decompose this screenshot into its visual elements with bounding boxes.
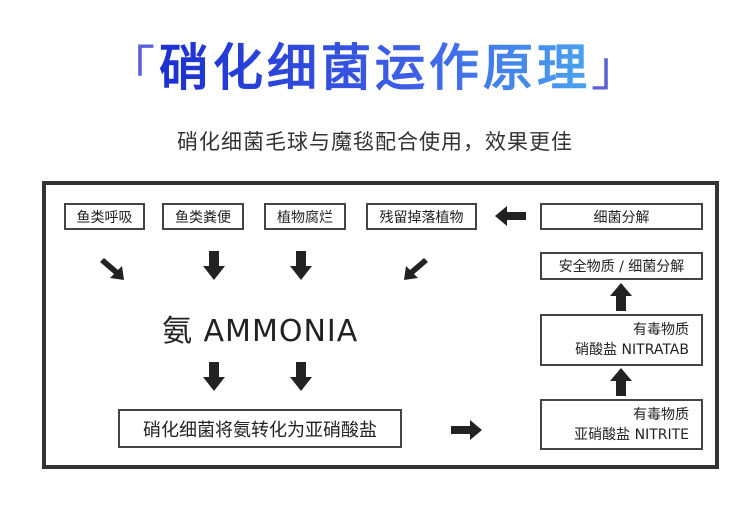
nitrate-box: 有毒物质 硝酸盐 NITRATAB [540,314,703,366]
title-right-bracket: 」 [591,41,644,97]
source-box-plant-rot: 植物腐烂 [264,203,346,230]
arrow-up-icon [610,283,632,311]
subtitle: 硝化细菌毛球与魔毯配合使用，效果更佳 [177,130,573,154]
page-title: 「硝化细菌运作原理」 [0,28,750,100]
source-box-fish-feces: 鱼类粪便 [162,203,244,230]
diagram-frame [42,181,719,469]
nitrate-line2: 硝酸盐 NITRATAB [575,342,689,358]
arrow-right-icon [451,420,482,440]
nitrite-line2: 亚硝酸盐 NITRITE [574,426,689,443]
arrow-down-icon [203,251,225,280]
title-text: 硝化细菌运作原理 [159,39,591,97]
arrow-down-icon [290,251,312,280]
nitrite-box: 有毒物质 亚硝酸盐 NITRITE [540,399,703,450]
source-box-fish-breathing: 鱼类呼吸 [64,203,145,230]
title-left-bracket: 「 [106,41,159,97]
source-box-fallen-plants: 残留掉落植物 [366,203,477,230]
arrow-left-icon [495,206,526,226]
arrow-down-right-icon [100,258,124,280]
ammonia-label: 氨 AMMONIA [162,314,359,349]
arrow-down-left-icon [404,258,428,280]
conversion-box: 硝化细菌将氨转化为亚硝酸盐 [118,409,402,448]
safe-substance-box: 安全物质 / 细菌分解 [540,252,703,280]
nitrite-line1: 有毒物质 [633,406,689,423]
arrow-up-icon [610,368,632,396]
nitrate-line1: 有毒物质 [633,322,689,338]
arrow-down-icon [290,362,312,391]
decompose-box: 细菌分解 [540,203,703,230]
arrow-down-icon [203,362,225,391]
